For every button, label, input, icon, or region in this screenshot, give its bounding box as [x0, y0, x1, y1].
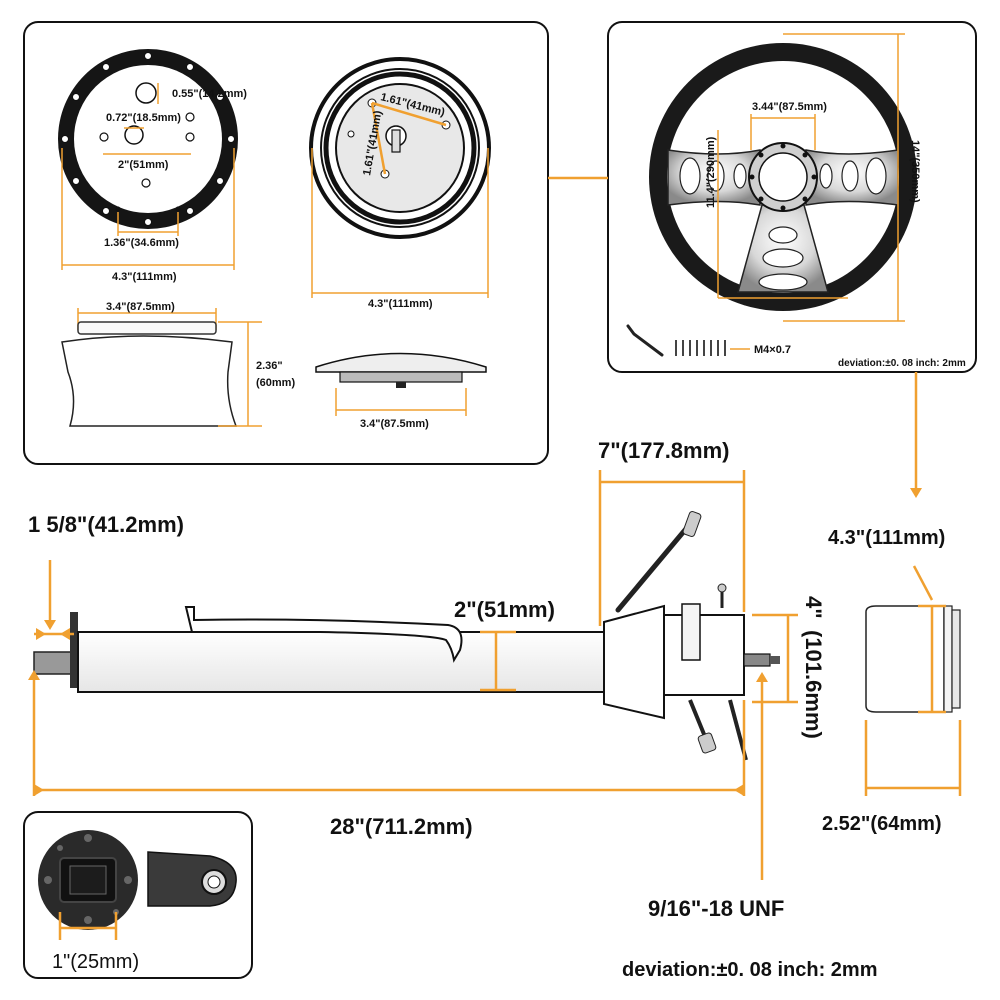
flange-lower-holes-label: 1.36"(34.6mm) [104, 237, 179, 249]
steering-column [33, 511, 780, 761]
hardware-label: M4×0.7 [754, 344, 791, 356]
adapter-body [61, 335, 238, 427]
thread-label: 9/16"-18 UNF [648, 896, 784, 921]
wheel-diameter-label: 14"(350mm) [909, 140, 921, 203]
horn-plate-base-label: 3.4"(87.5mm) [360, 418, 429, 430]
coupler-panel [23, 811, 253, 979]
wheel-bolt-circle-label: 3.44"(87.5mm) [752, 101, 827, 113]
total-length-label: 28"(711.2mm) [330, 814, 473, 839]
adapter-height-label-a: 2.36" [256, 360, 283, 372]
column-collar [865, 605, 961, 713]
wheel-deviation-label: deviation:±0. 08 inch: 2mm [838, 358, 966, 369]
hex-key-icon [626, 324, 664, 357]
wheel-height-label: 11.4"(290mm) [705, 136, 717, 208]
head-length-label: 7"(177.8mm) [598, 438, 730, 463]
collar-length-label: 2.52"(64mm) [822, 813, 942, 835]
horn-plate-dia-label: 4.3"(111mm) [368, 298, 433, 310]
steering-wheel-panel [607, 21, 977, 373]
flange-bore-label: 0.72"(18.5mm) [106, 112, 181, 124]
shift-lever [184, 606, 463, 663]
screws-icon [675, 340, 726, 356]
flange-spacing-label: 2"(51mm) [118, 159, 169, 171]
tube-dia-label: 2"(51mm) [454, 597, 555, 622]
mounting-flange [58, 49, 238, 270]
flange-hole-top-label: 0.55"(14.2mm) [172, 88, 247, 100]
head-height-label-b: (101.6mm) [801, 630, 826, 739]
horn-plate [309, 57, 491, 298]
horn-plate-side [315, 352, 487, 416]
components-panel: 0.55"(14.2mm) 0.72"(18.5mm) 2"(51mm) 1.3… [23, 21, 549, 465]
column-tube [77, 631, 605, 693]
lower-shaft-stub [33, 651, 75, 675]
column-head [663, 614, 745, 696]
flange-top-hole [135, 82, 157, 104]
coupler-width-label: 1"(25mm) [52, 951, 139, 973]
flange-outer-holes [61, 52, 235, 226]
adapter-top-dia-label: 3.4"(87.5mm) [106, 301, 175, 313]
flange-center-bore [124, 125, 144, 145]
flange-face [74, 65, 222, 213]
flange-outer-dia-label: 4.3"(111mm) [112, 271, 177, 283]
collar-dia-label: 4.3"(111mm) [828, 527, 945, 549]
threaded-shaft [743, 653, 771, 667]
footer-deviation: deviation:±0. 08 inch: 2mm [622, 959, 878, 981]
bottom-stub-label: 1 5/8"(41.2mm) [28, 512, 184, 537]
adapter-hub [61, 308, 262, 427]
head-height-label-a: 4" [801, 596, 826, 619]
adapter-height-label-b: (60mm) [256, 377, 295, 389]
